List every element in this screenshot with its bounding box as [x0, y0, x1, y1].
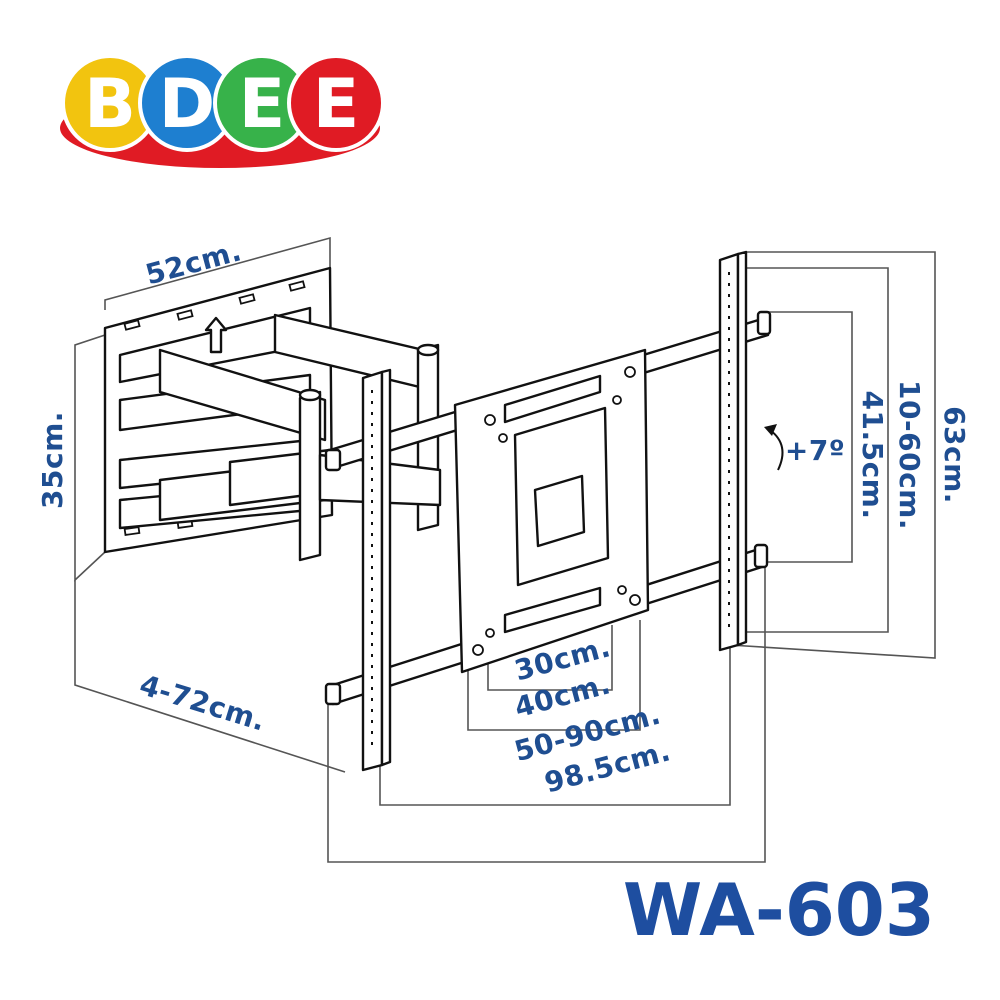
- logo-circle-e2: [287, 54, 385, 152]
- logo-letter-e1: E: [239, 65, 285, 144]
- label-vesa-415: 41.5cm.: [856, 391, 889, 520]
- swing-arms: [158, 313, 442, 562]
- label-wall-plate-height: 35cm.: [36, 411, 69, 509]
- brand-logo: B D E E: [60, 54, 385, 168]
- model-number: WA-603: [623, 868, 935, 952]
- right-bracket: [718, 252, 740, 652]
- tilt-arrowhead-icon: [764, 424, 777, 436]
- tilt-arrow-icon: [769, 429, 784, 471]
- logo-letter-d: D: [159, 65, 215, 144]
- up-arrow-icon: [204, 316, 228, 354]
- vesa-plate: [453, 348, 650, 674]
- label-wall-plate-width: 52cm.: [142, 234, 245, 291]
- logo-letter-e2: E: [313, 65, 359, 144]
- label-vertical-range: 10-60cm.: [893, 380, 926, 530]
- tv-brackets: [361, 250, 748, 772]
- logo-letter-b: B: [84, 65, 136, 144]
- label-extension: 4-72cm.: [136, 668, 270, 738]
- label-total-height: 63cm.: [938, 406, 971, 504]
- label-tilt: +7º: [785, 434, 845, 467]
